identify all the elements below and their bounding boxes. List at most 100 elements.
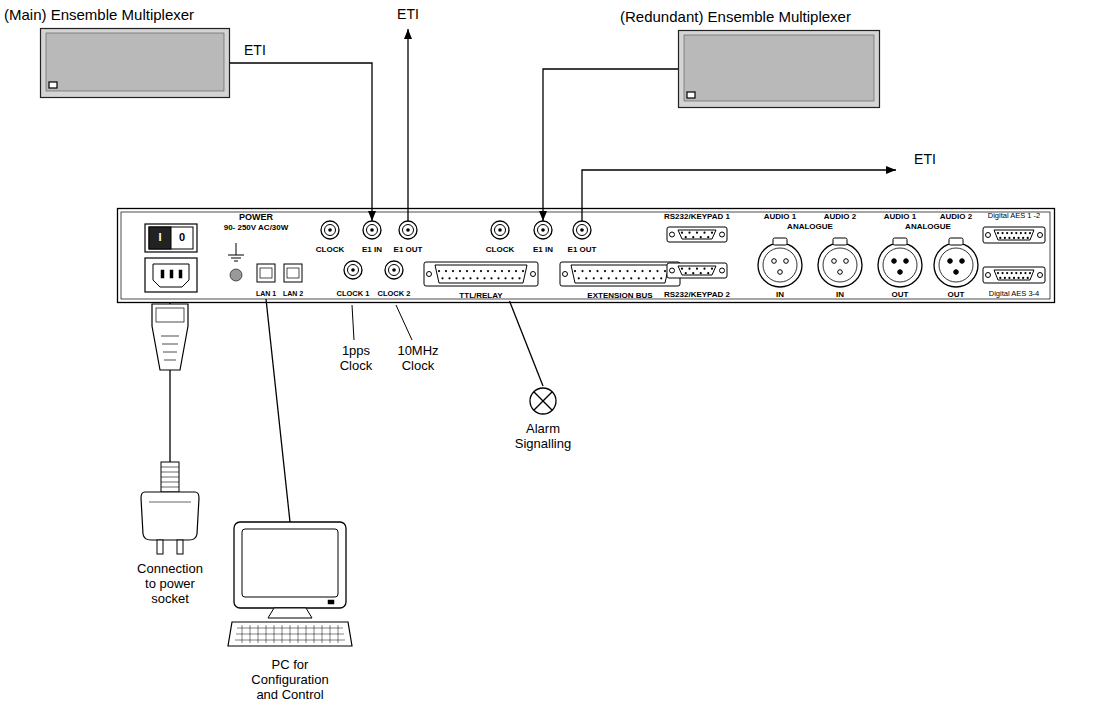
ground-terminal <box>228 243 244 281</box>
signal-label: ETI <box>242 42 268 58</box>
bnc-connector: E1 IN <box>362 221 383 255</box>
dsub-connector <box>560 262 680 286</box>
bnc-connector: E1 IN <box>533 221 554 255</box>
iec-cable-connector <box>152 304 188 370</box>
multiplexer-led <box>687 92 695 98</box>
bnc-connector <box>573 221 591 239</box>
dsub-connector: TTL/RELAY <box>424 262 538 301</box>
xlr-connector <box>758 238 802 287</box>
power-switch <box>145 224 197 252</box>
multiplexer-drawing <box>678 30 880 108</box>
bnc-connector <box>534 221 552 239</box>
panel-label: CLOCK 2 <box>378 290 411 299</box>
xlr-connector <box>818 238 862 287</box>
dsub-connector <box>667 227 727 242</box>
dsub-connector <box>424 262 538 286</box>
panel-label: EXTENSION BUS <box>587 291 652 300</box>
bnc-connector <box>491 221 509 239</box>
pc-computer <box>228 522 352 646</box>
bnc-connector <box>399 221 417 239</box>
panel-label: E1 OUT <box>394 245 423 254</box>
dsub-connector <box>424 262 538 286</box>
connector-label: Alarm Signalling <box>515 422 571 452</box>
connector-label: LAN 1 <box>256 290 276 298</box>
icon-drawing <box>257 264 275 282</box>
eti-output-arrow <box>407 29 408 221</box>
multiplexer-front <box>684 35 874 101</box>
panel-label: IN <box>836 290 844 299</box>
panel-label: IN <box>776 290 784 299</box>
panel-label: POWER <box>239 212 273 222</box>
panel-frame <box>121 212 1050 299</box>
signal-label: ETI <box>388 6 428 22</box>
bnc-connector <box>534 221 552 239</box>
bnc-connector <box>363 221 381 239</box>
multiplexer-case <box>679 31 880 108</box>
connector-label: Connection to power socket <box>137 562 203 607</box>
device-title: (Main) Ensemble Multiplexer <box>4 6 194 23</box>
xlr-connector <box>934 238 978 287</box>
icon-drawing <box>228 522 352 648</box>
panel-label: CLOCK 1 <box>337 290 370 299</box>
panel-label: E1 OUT <box>568 245 597 254</box>
power-plug: Connection to power socket <box>137 462 203 607</box>
bnc-connector <box>385 261 403 279</box>
multiplexer-box: (Main) Ensemble Multiplexer <box>40 28 230 98</box>
bnc-connector <box>363 221 381 239</box>
dsub-connector <box>983 267 1045 283</box>
connector <box>510 301 544 386</box>
panel-label: LAN 2 <box>283 290 303 298</box>
panel-label: CLOCK <box>486 245 514 254</box>
connector <box>543 69 678 221</box>
dsub-connector <box>983 227 1045 243</box>
leader-line <box>352 305 354 340</box>
clock-label: 1pps Clock <box>331 344 381 374</box>
panel-label: AUDIO 2 <box>824 212 856 221</box>
multiplexer-case <box>41 29 230 98</box>
connector <box>266 299 290 522</box>
panel-label: 0 <box>179 231 185 244</box>
icon-drawing <box>139 462 201 554</box>
device-title: (Redundant) Ensemble Multiplexer <box>620 8 851 25</box>
clock-label: 10MHz Clock <box>393 344 443 374</box>
panel-label: OUT <box>948 290 965 299</box>
panel-label: Digital AES 1 -2 <box>988 212 1041 221</box>
rear-panel: LAN 1 E1 IN TTL/RELAY E1 IN I 0 POWER90- 250V … <box>117 208 1055 303</box>
multiplexer-front <box>46 33 224 91</box>
dsub-connector <box>667 263 727 278</box>
pc-computer: PC for Configuration and Control <box>228 522 352 703</box>
lan-port <box>257 264 275 282</box>
alarm-lamp: Alarm Signalling <box>515 386 572 452</box>
connector-label: E1 IN <box>362 245 382 254</box>
icon-drawing <box>534 221 552 239</box>
multiplexer-drawing <box>40 28 230 98</box>
multiplexer-box: (Redundant) Ensemble Multiplexer <box>678 30 880 108</box>
panel-label: OUT <box>892 290 909 299</box>
leader-line <box>396 305 412 340</box>
connector-label: E1 IN <box>533 245 553 254</box>
panel-label: Digital AES 3-4 <box>989 290 1039 299</box>
lan-port: LAN 1 <box>256 264 277 299</box>
signal-label: ETI <box>905 151 945 167</box>
connector <box>230 63 372 221</box>
xlr-connector <box>878 238 922 287</box>
panel-label: AUDIO 2 <box>940 212 972 221</box>
alarm-lamp <box>530 388 556 414</box>
panel-label: AUDIO 1 <box>884 212 916 221</box>
panel-label: ANALOGUE <box>787 222 833 231</box>
panel-label: CLOCK <box>316 245 344 254</box>
icon-drawing <box>528 386 558 416</box>
eti-output-arrow <box>582 170 896 221</box>
panel-label: I <box>158 231 161 244</box>
connector-label: PC for Configuration and Control <box>251 658 328 703</box>
panel-label: RS232/KEYPAD 2 <box>664 290 730 299</box>
multiplexer-led <box>49 82 57 88</box>
lan-port <box>284 264 302 282</box>
panel-label: ANALOGUE <box>905 222 951 231</box>
power-inlet <box>145 258 197 292</box>
icon-drawing <box>363 221 381 239</box>
panel-label: AUDIO 1 <box>764 212 796 221</box>
bnc-connector <box>321 221 339 239</box>
panel-label: 90- 250V AC/30W <box>224 223 289 232</box>
